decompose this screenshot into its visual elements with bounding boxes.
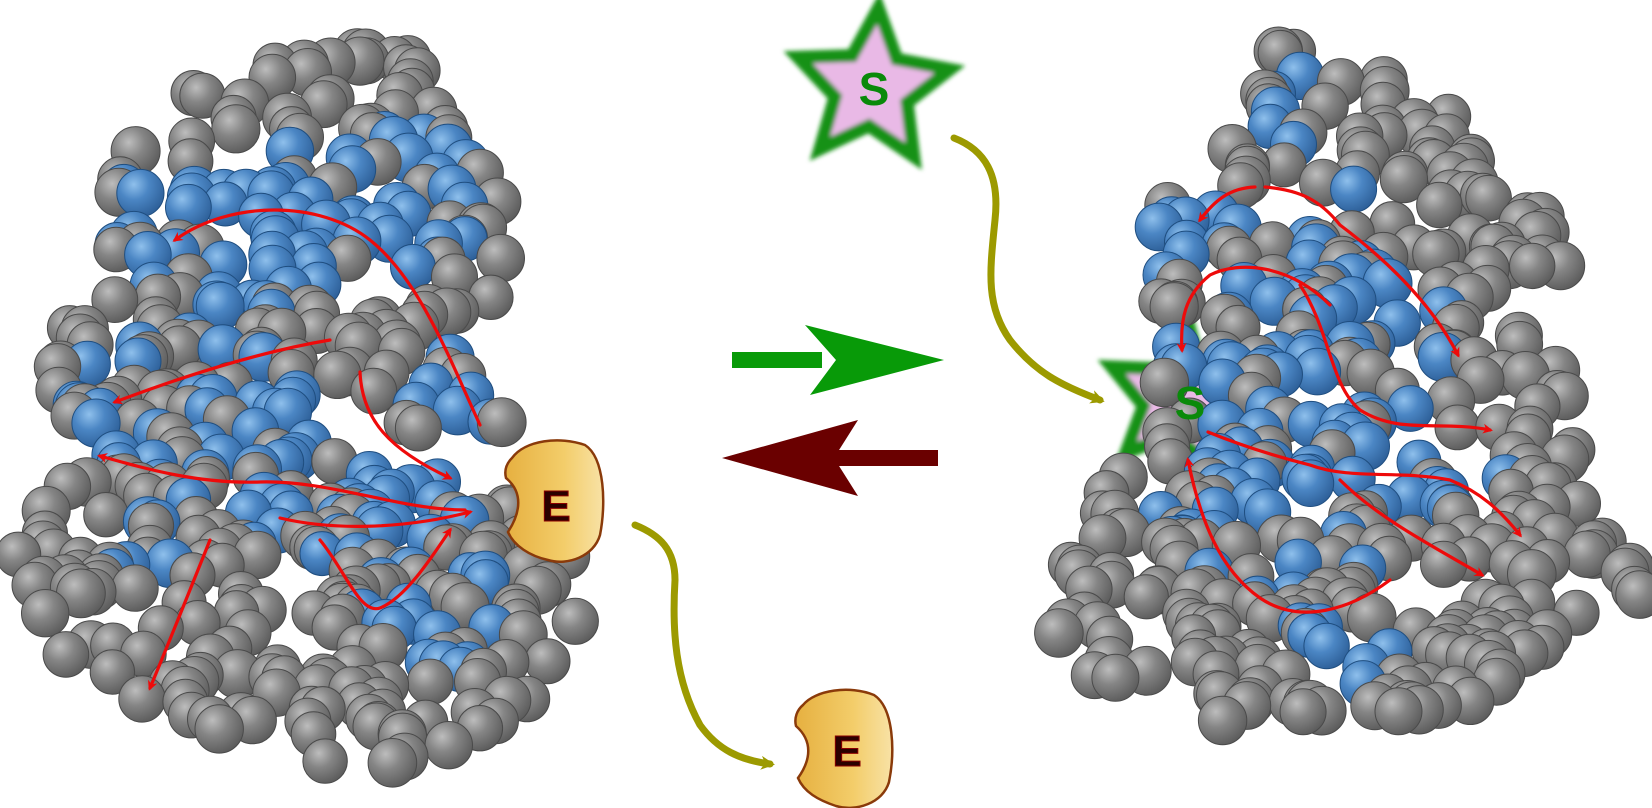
protein-left-gray-atom	[211, 104, 261, 154]
forward-arrow	[732, 325, 944, 395]
substrate-free: S	[783, 0, 966, 170]
protein-right-gray-atom	[1420, 540, 1468, 588]
protein-right-gray-atom	[1034, 608, 1084, 658]
protein-right-gray-atom	[1197, 695, 1248, 746]
substrate-label-bound: S	[1175, 377, 1206, 429]
protein-left-gray-atom	[194, 704, 244, 754]
protein-left-gray-atom	[21, 589, 70, 638]
effector-release-arrow	[631, 521, 775, 770]
allosteric-paths-left	[97, 208, 482, 691]
protein-right-gray-atom	[1123, 574, 1169, 620]
protein-right-gray-atom	[1139, 357, 1190, 408]
protein-left-gray-atom	[42, 631, 90, 678]
protein-left-gray-atom	[111, 564, 159, 612]
protein-left-gray-atom	[302, 738, 348, 784]
protein-left-gray-atom	[367, 738, 418, 788]
protein-left-gray-atom	[551, 597, 599, 645]
protein-left-gray-atom	[118, 675, 166, 723]
effector-bound: E	[504, 439, 605, 563]
protein-left-gray-atom	[89, 649, 136, 695]
reverse-arrow	[722, 420, 938, 496]
protein-right-gray-atom	[1379, 155, 1429, 204]
substrate-label-free: S	[859, 63, 890, 115]
protein-right-gray-atom	[1509, 242, 1556, 290]
protein-left-gray-atom	[476, 233, 526, 283]
protein-right-gray-atom	[1279, 688, 1327, 736]
protein-right-gray-atom	[1091, 653, 1140, 702]
protein-right-blue-atom	[1330, 165, 1378, 213]
protein-left-blue-atom	[116, 168, 165, 218]
motion-arrows	[631, 134, 1105, 770]
protein-left-gray-atom	[83, 492, 129, 538]
protein-left-gray-atom	[394, 404, 442, 452]
allosteric-paths-right	[1176, 185, 1522, 614]
protein-left-gray-atom	[407, 658, 454, 706]
protein-right-gray-atom	[1465, 174, 1512, 222]
protein-right-gray-atom	[1374, 687, 1423, 736]
substrate-binding-arrow	[950, 134, 1105, 404]
protein-left	[0, 28, 599, 788]
effector-label-free: E	[832, 727, 861, 776]
protein-left-gray-atom	[424, 721, 473, 770]
protein-left-gray-atom	[350, 367, 398, 415]
protein-left-gray-atom	[476, 397, 527, 448]
protein-right-blue-atom	[1303, 622, 1350, 670]
protein-left-gray-atom	[91, 276, 139, 324]
effector-free: E	[794, 688, 894, 808]
protein-right-gray-atom	[1416, 181, 1463, 229]
protein-right-blue-atom	[1286, 459, 1335, 508]
effector-label-bound: E	[541, 482, 570, 531]
protein-right-gray-atom	[1615, 570, 1652, 619]
